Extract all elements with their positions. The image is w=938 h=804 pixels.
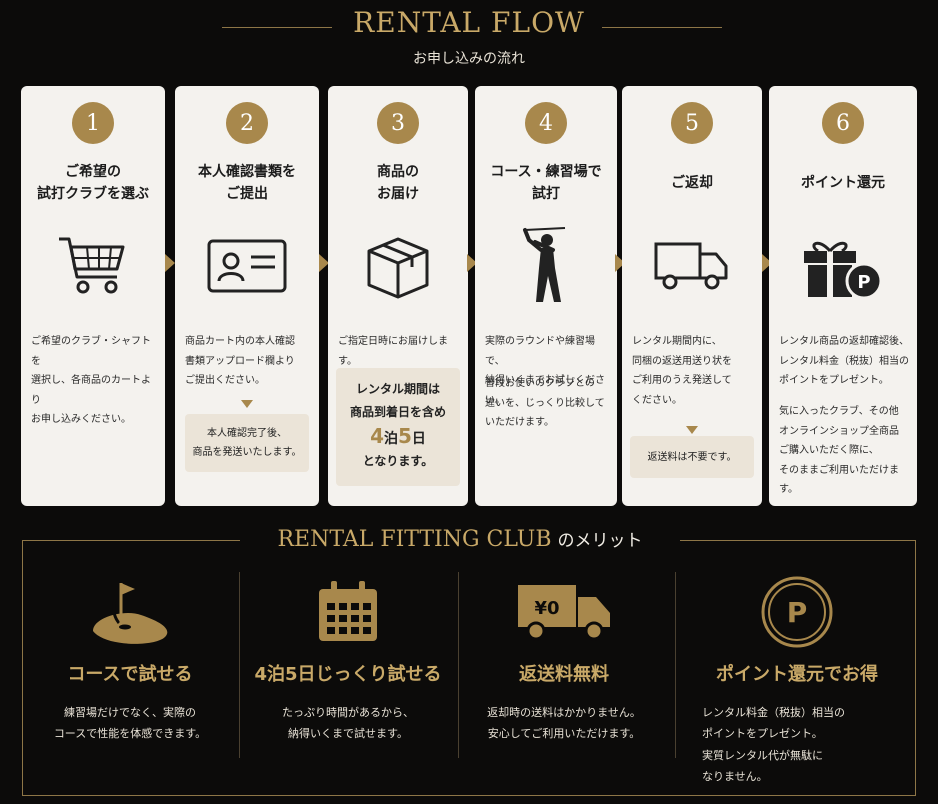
merit-heading: 4泊5日じっくり試せる xyxy=(254,664,442,685)
merit-item-course: コースで試せる 練習場だけでなく、実際の コースで性能を体感できます。 xyxy=(30,556,230,792)
step-title: ご希望の 試打クラブを選ぶ xyxy=(37,163,149,202)
step-description: 商品カート内の本人確認 書類アップロード欄より ご提出ください。 xyxy=(185,336,295,386)
golfer-icon xyxy=(501,226,591,306)
merit-divider xyxy=(458,572,459,758)
step-title: ポイント還元 xyxy=(801,174,885,191)
step-number: 5 xyxy=(671,102,713,144)
step-description: レンタル期間内に、 同梱の返送用送り状を ご利用のうえ発送して ください。 xyxy=(632,336,732,406)
step-card-2: 2 本人確認書類を ご提出 商品カート内の本人確認 書類アップロード欄より ご提… xyxy=(175,86,319,506)
days-unit: 日 xyxy=(411,431,426,447)
step-card-5: 5 ご返却 レンタル期間内に、 同梱の返送用送り状を ご利用のうえ発送して くだ… xyxy=(622,86,762,506)
flow-arrow-icon xyxy=(762,254,772,272)
section-title: RENTAL FLOW xyxy=(353,6,585,39)
calendar-icon xyxy=(298,572,398,652)
point-label: P xyxy=(787,596,808,629)
merit-title-en: RENTAL FITTING CLUB xyxy=(277,527,552,552)
section-subtitle: お申し込みの流れ xyxy=(413,51,525,67)
free-shipping-label: ¥0 xyxy=(534,598,559,619)
merit-description: 練習場だけでなく、実際の コースで性能を体感できます。 xyxy=(53,706,207,741)
svg-text:P: P xyxy=(857,272,870,293)
note-line: 商品到着日を含め xyxy=(349,405,446,419)
gift-point-icon: P xyxy=(798,226,888,306)
id-card-icon xyxy=(202,226,292,306)
merit-title-jp: のメリット xyxy=(557,531,643,551)
step-note: 本人確認完了後、 商品を発送いたします。 xyxy=(185,414,309,472)
shopping-cart-icon xyxy=(48,226,138,306)
note-line: となります。 xyxy=(362,454,434,468)
merit-heading: ポイント還元でお得 xyxy=(716,664,878,685)
flow-arrow-icon xyxy=(165,254,175,272)
header-rule-right xyxy=(602,27,722,28)
step-card-3: 3 商品の お届け ご指定日時にお届けします。 レンタル期間は 商品到着日を含め… xyxy=(328,86,468,506)
step-number: 6 xyxy=(822,102,864,144)
step-note: 返送料は不要です。 xyxy=(630,436,754,478)
step-number: 2 xyxy=(226,102,268,144)
merit-divider xyxy=(239,572,240,758)
step-card-6: 6 ポイント還元 P レンタル商品の返却確認後、 レンタル料金（税抜）相当の ポ… xyxy=(769,86,917,506)
step-number: 3 xyxy=(377,102,419,144)
merit-heading: 返送料無料 xyxy=(519,664,609,685)
merit-item-period: 4泊5日じっくり試せる たっぷり時間があるから、 納得いくまで試せます。 xyxy=(248,556,448,792)
step-card-4: 4 コース・練習場で 試打 実際のラウンドや練習場で、 納得いくまでお試しくださ… xyxy=(475,86,617,506)
step-title: 本人確認書類を ご提出 xyxy=(198,163,296,202)
note-line: レンタル期間は xyxy=(355,382,440,396)
merit-description: レンタル料金（税抜）相当の ポイントをプレゼント。 実質レンタル代が無駄に なり… xyxy=(702,706,845,784)
step-description: 実際のラウンドや練習場で、 納得いくまでお試しください。 xyxy=(485,336,605,406)
free-shipping-truck-icon: ¥0 xyxy=(514,572,614,652)
flow-arrow-icon xyxy=(615,254,625,272)
flow-arrow-icon xyxy=(319,254,329,272)
golf-flag-icon xyxy=(80,572,180,652)
step-description-extra: 普段お使いのクラブとの 違いを、じっくり比較して いただけます。 xyxy=(485,378,605,428)
merit-description: 返却時の送料はかかりません。 安心してご利用いただけます。 xyxy=(487,706,641,741)
days-number: 5 xyxy=(398,424,412,448)
note-arrow-icon xyxy=(686,426,698,434)
step-number: 4 xyxy=(525,102,567,144)
rental-period-note: レンタル期間は 商品到着日を含め 4泊5日 となります。 xyxy=(336,368,460,486)
step-title: 商品の お届け xyxy=(377,163,419,202)
flow-arrow-icon xyxy=(467,254,477,272)
step-number: 1 xyxy=(72,102,114,144)
truck-icon xyxy=(647,226,737,306)
step-description: ご指定日時にお届けします。 xyxy=(338,336,448,367)
step-description: ご希望のクラブ・シャフトを 選択し、各商品のカートより お申し込みください。 xyxy=(31,336,151,425)
step-title: コース・練習場で 試打 xyxy=(490,163,602,202)
point-icon: P xyxy=(747,572,847,652)
header-rule-left xyxy=(222,27,332,28)
merit-description: たっぷり時間があるから、 納得いくまで試せます。 xyxy=(282,706,414,741)
merit-item-free-shipping: ¥0 返送料無料 返却時の送料はかかりません。 安心してご利用いただけます。 xyxy=(464,556,664,792)
rental-period-highlight: 4泊5日 xyxy=(336,424,460,448)
nights-unit: 泊 xyxy=(384,431,398,447)
box-icon xyxy=(353,226,443,306)
merit-heading: コースで試せる xyxy=(67,664,193,685)
step-title: ご返却 xyxy=(671,174,713,191)
merit-item-points: P ポイント還元でお得 レンタル料金（税抜）相当の ポイントをプレゼント。 実質… xyxy=(686,556,908,792)
step-card-1: 1 ご希望の 試打クラブを選ぶ ご希望のクラブ・シャフトを 選択し、各商品のカー… xyxy=(21,86,165,506)
nights-number: 4 xyxy=(370,424,384,448)
step-description-extra: 気に入ったクラブ、その他 オンラインショップ全商品 ご購入いただく際に、 そのま… xyxy=(779,406,899,495)
step-description: レンタル商品の返却確認後、 レンタル料金（税抜）相当の ポイントをプレゼント。 xyxy=(779,336,909,386)
rental-flow-header: RENTAL FLOW お申し込みの流れ xyxy=(0,0,938,80)
merit-divider xyxy=(675,572,676,758)
note-arrow-icon xyxy=(241,400,253,408)
